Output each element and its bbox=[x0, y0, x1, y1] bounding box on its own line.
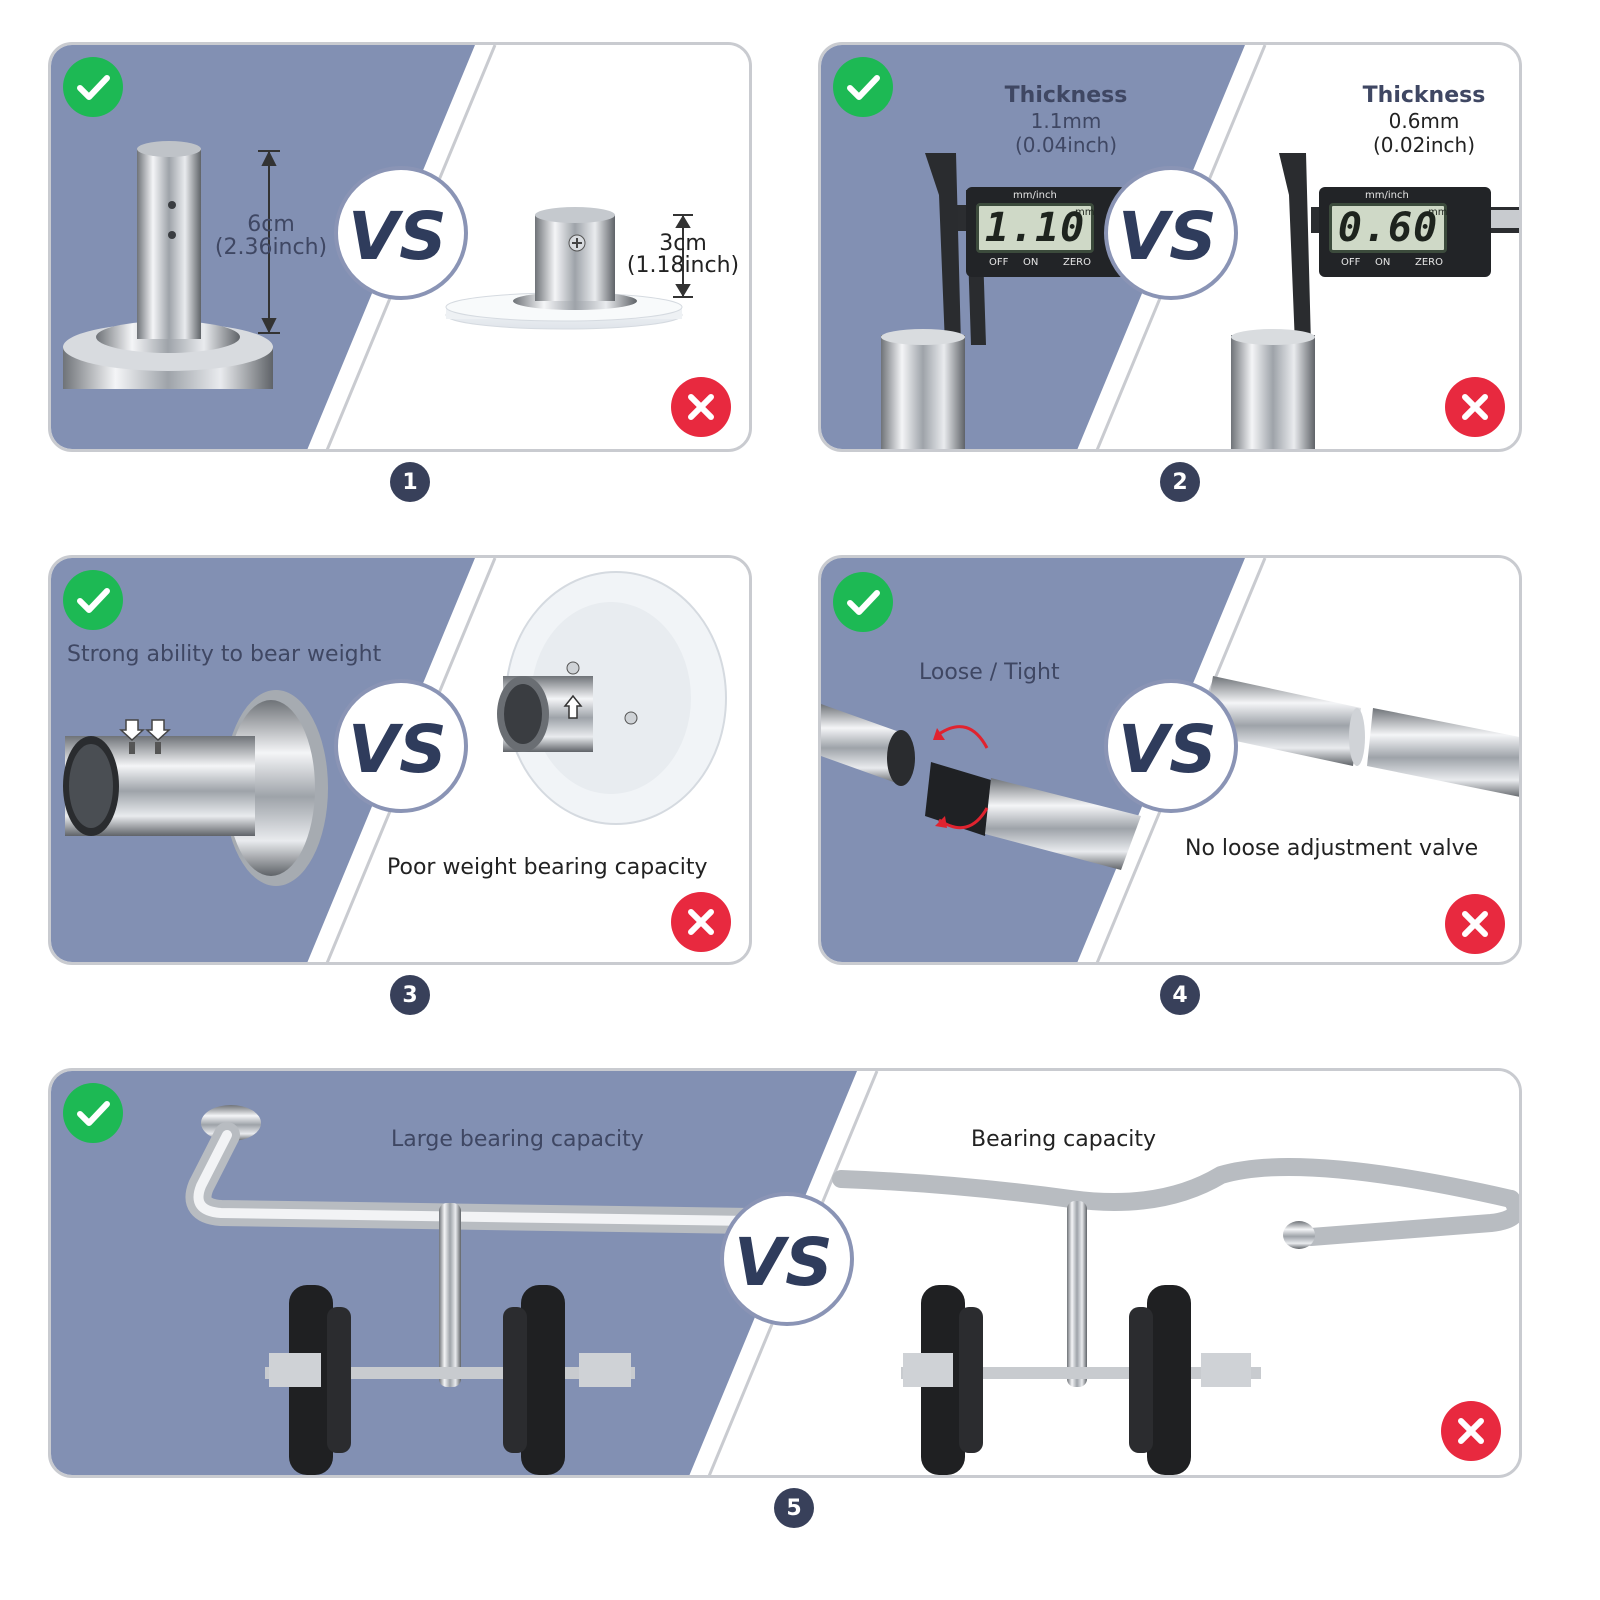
panel-number-5: 5 bbox=[774, 1488, 814, 1528]
panel-1-background bbox=[51, 45, 749, 449]
bad-caliper-off: OFF bbox=[1341, 257, 1361, 268]
plain-tubes-image bbox=[1203, 676, 1519, 797]
good-thickness-inch: (0.04inch) bbox=[1014, 133, 1118, 157]
bad-caliper-zero: ZERO bbox=[1415, 257, 1443, 268]
close-icon bbox=[1462, 394, 1488, 420]
short-flange-image bbox=[445, 207, 683, 330]
bad-thickness-value: 0.6mm bbox=[1388, 109, 1460, 133]
good-caliper-display: 1.10 bbox=[976, 203, 1094, 253]
long-height-cm: 6cm bbox=[247, 212, 295, 237]
vs-emblem: VS bbox=[720, 1192, 854, 1326]
height-dimension-line-short bbox=[673, 214, 693, 298]
bad-caliper-on: ON bbox=[1375, 257, 1391, 268]
vs-emblem: VS bbox=[1104, 166, 1238, 300]
vs-icon: VS bbox=[1118, 711, 1217, 786]
check-badge bbox=[63, 57, 123, 117]
panel-3-background bbox=[51, 558, 749, 962]
cross-badge bbox=[1441, 1401, 1501, 1461]
check-icon bbox=[847, 75, 880, 100]
check-icon bbox=[847, 590, 880, 615]
no-valve-caption: No loose adjustment valve bbox=[1185, 836, 1479, 861]
vs-icon: VS bbox=[1118, 198, 1217, 273]
cross-badge bbox=[671, 892, 731, 952]
vs-emblem: VS bbox=[1104, 679, 1238, 813]
check-badge bbox=[833, 57, 893, 117]
poor-weight-caption: Poor weight bearing capacity bbox=[387, 855, 708, 880]
good-caliper-on: ON bbox=[1023, 257, 1039, 268]
vs-icon: VS bbox=[348, 198, 447, 273]
loose-tight-caption: Loose / Tight bbox=[919, 660, 1060, 685]
svg-text:VS: VS bbox=[1118, 711, 1217, 786]
panel-4-background bbox=[821, 558, 1519, 962]
check-icon bbox=[77, 75, 110, 100]
comparison-panel-3: Strong ability to bear weight Poor weigh… bbox=[48, 555, 752, 965]
svg-text:VS: VS bbox=[1118, 198, 1217, 273]
weak-rod-image bbox=[832, 1158, 1519, 1475]
close-icon bbox=[1462, 911, 1488, 937]
adjustable-tube-image bbox=[821, 704, 1141, 870]
good-caliper-mm: mm bbox=[1075, 207, 1095, 218]
close-icon bbox=[688, 394, 714, 420]
height-dimension-line-long bbox=[258, 150, 280, 334]
check-badge bbox=[63, 1083, 123, 1143]
bad-caliper-mm: mm bbox=[1428, 207, 1448, 218]
vs-emblem: VS bbox=[334, 679, 468, 813]
comparison-panel-5: Large bearing capacity Bearing capacity … bbox=[48, 1068, 1522, 1478]
good-caliper-zero: ZERO bbox=[1063, 257, 1091, 268]
comparison-panel-1: 6cm (2.36inch) 3cm (1.18inch) VS bbox=[48, 42, 752, 452]
short-height-cm: 3cm bbox=[659, 231, 707, 256]
bearing-capacity-caption: Bearing capacity bbox=[971, 1127, 1157, 1152]
cross-badge bbox=[1445, 894, 1505, 954]
vs-emblem: VS bbox=[334, 166, 468, 300]
panel-number-4: 4 bbox=[1160, 975, 1200, 1015]
bad-caliper-units: mm/inch bbox=[1365, 190, 1409, 201]
screw-flange-image bbox=[63, 690, 328, 886]
good-thickness-title: Thickness bbox=[1004, 83, 1128, 108]
bad-caliper-display: 0.60 bbox=[1329, 203, 1447, 253]
close-icon bbox=[1458, 1418, 1484, 1444]
short-height-inch: (1.18inch) bbox=[626, 253, 740, 278]
long-flange-image bbox=[63, 141, 273, 389]
comparison-panel-2: Thickness 1.1mm (0.04inch) Thickness 0.6… bbox=[818, 42, 1522, 452]
svg-text:VS: VS bbox=[734, 1224, 833, 1299]
good-caliper-units: mm/inch bbox=[1013, 190, 1057, 201]
good-thickness-value: 1.1mm bbox=[1030, 109, 1102, 133]
check-icon bbox=[77, 1101, 110, 1126]
check-icon bbox=[77, 588, 110, 613]
strong-weight-caption: Strong ability to bear weight bbox=[67, 642, 382, 667]
cross-badge bbox=[671, 377, 731, 437]
comparison-panel-4: Loose / Tight No loose adjustment valve … bbox=[818, 555, 1522, 965]
long-height-inch: (2.36inch) bbox=[214, 235, 328, 260]
panel-number-2: 2 bbox=[1160, 462, 1200, 502]
large-capacity-caption: Large bearing capacity bbox=[391, 1127, 644, 1152]
check-badge bbox=[63, 570, 123, 630]
bad-thickness-title: Thickness bbox=[1362, 83, 1486, 108]
good-caliper-off: OFF bbox=[989, 257, 1009, 268]
cross-badge bbox=[1445, 377, 1505, 437]
acrylic-flange-image bbox=[497, 571, 727, 825]
strong-rod-image bbox=[185, 1105, 764, 1475]
panel-5-background bbox=[51, 1071, 1519, 1475]
vs-icon: VS bbox=[348, 711, 447, 786]
svg-text:VS: VS bbox=[348, 711, 447, 786]
panel-number-1: 1 bbox=[390, 462, 430, 502]
svg-text:VS: VS bbox=[348, 198, 447, 273]
vs-icon: VS bbox=[734, 1224, 833, 1299]
panel-number-3: 3 bbox=[390, 975, 430, 1015]
check-badge bbox=[833, 572, 893, 632]
bad-thickness-inch: (0.02inch) bbox=[1372, 133, 1476, 157]
close-icon bbox=[688, 909, 714, 935]
